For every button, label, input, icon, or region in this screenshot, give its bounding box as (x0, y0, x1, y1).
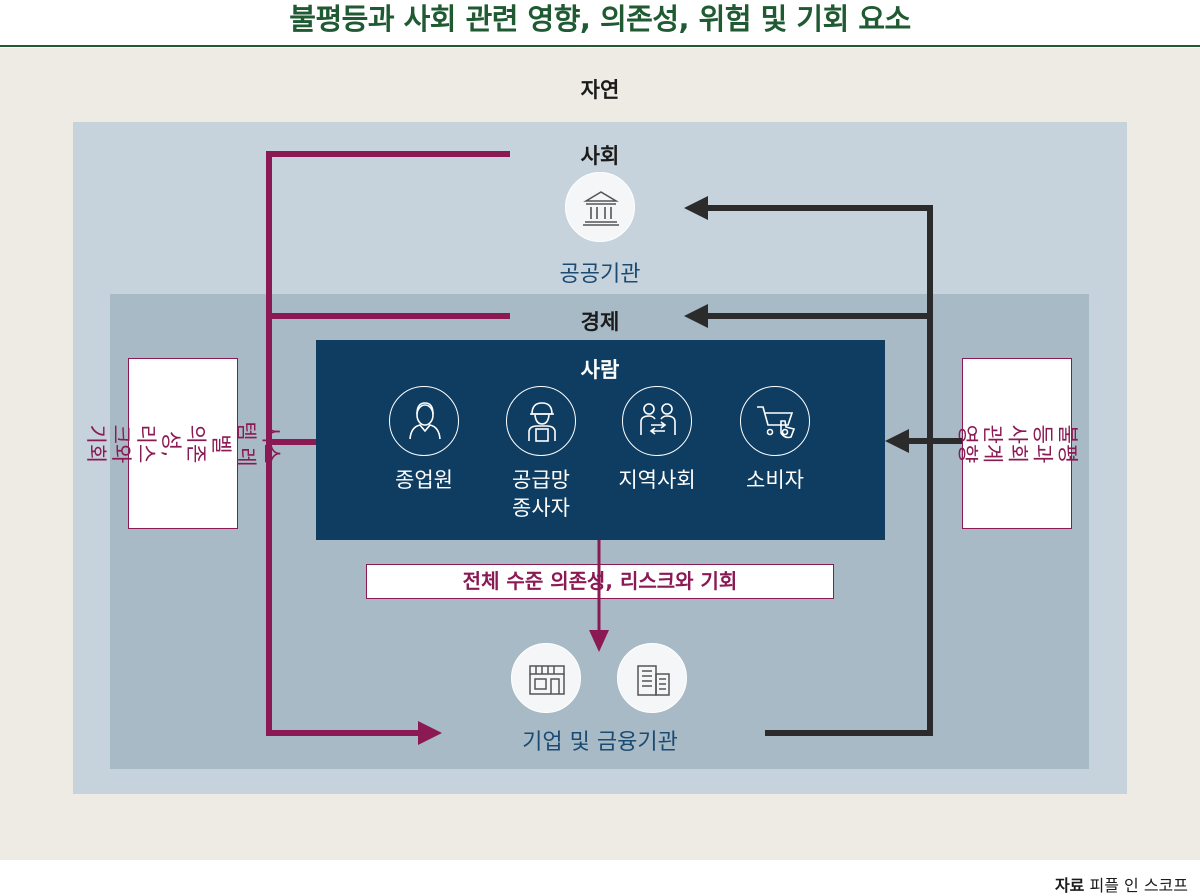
nature-label: 자연 (580, 78, 620, 102)
source-name: 피플 인 스코프 (1089, 876, 1189, 895)
store-icon (511, 643, 581, 713)
economy-label: 경제 (580, 310, 620, 334)
employee-icon (389, 386, 459, 456)
dependency-arrowhead-business (418, 721, 442, 745)
impact-arrowhead-people (885, 429, 909, 453)
consumer-label: 소비자 (746, 468, 804, 492)
worker-helmet-icon (506, 386, 576, 456)
business-label: 기업 및 금융기관 (522, 730, 678, 755)
system-level-box: 시스템 레벨 의존성, 리스크와 기회 (84, 358, 283, 529)
community-icon (622, 386, 692, 456)
social-impact-box: 불평등과 사회 관계 영향 (956, 358, 1080, 529)
society-label: 사회 (580, 144, 620, 168)
impact-arrow-main (705, 205, 933, 736)
title-rule (0, 45, 1200, 47)
page-title: 불평등과 사회 관련 영향, 의존성, 위험 및 기회 요소 (289, 2, 911, 36)
source-prefix: 자료 (1054, 876, 1085, 895)
supply-chain-worker-label: 공급망 종사자 (512, 468, 570, 520)
overall-level-arrowhead (589, 630, 609, 652)
community-label: 지역사회 (618, 468, 696, 492)
impact-arrowhead-economy (684, 304, 708, 328)
shopping-cart-icon (740, 386, 810, 456)
bank-icon (565, 172, 635, 242)
public-institution-label: 공공기관 (559, 262, 641, 287)
source-credit: 자료 피플 인 스코프 (1055, 872, 1188, 896)
impact-arrowhead-society (684, 196, 708, 220)
people-label: 사람 (580, 358, 620, 382)
office-building-icon (617, 643, 687, 713)
employee-label: 종업원 (395, 468, 453, 492)
